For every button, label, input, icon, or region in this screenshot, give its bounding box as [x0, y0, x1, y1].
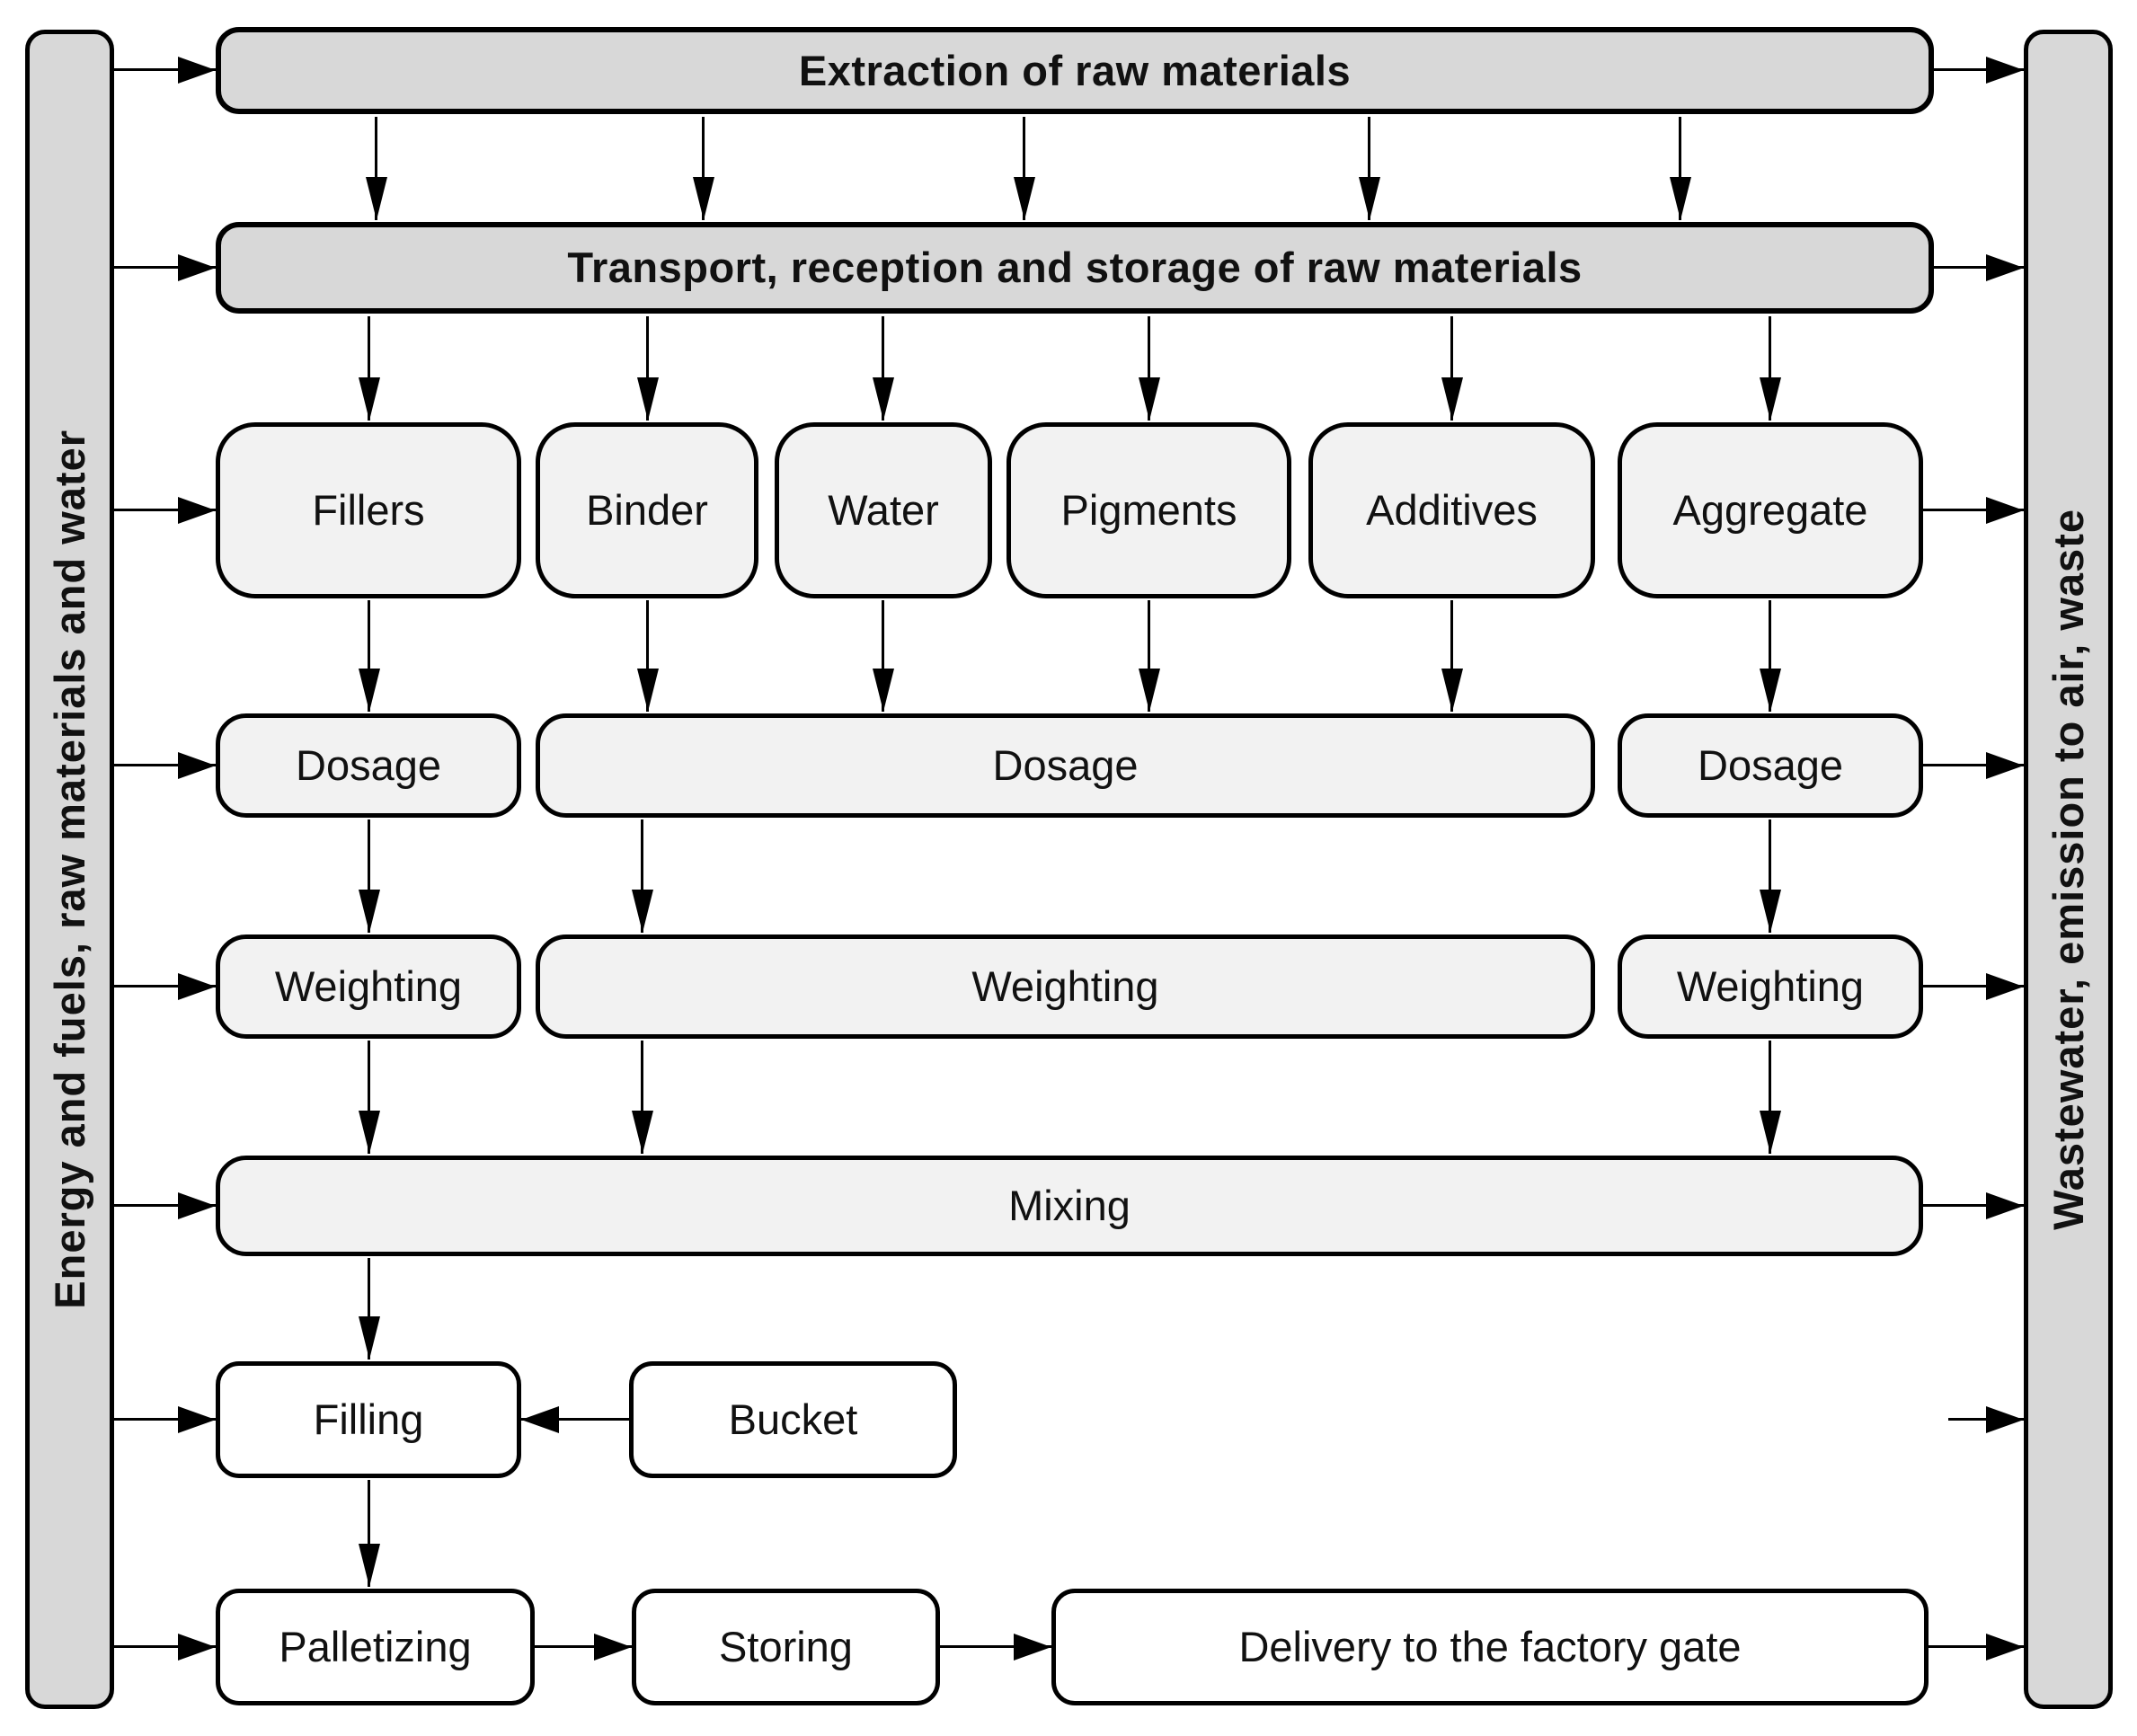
arrow-leftbar-transport — [114, 266, 216, 269]
node-fillers: Fillers — [216, 422, 521, 598]
arrow-extraction-transport-5 — [1679, 117, 1681, 220]
node-weighting-left: Weighting — [216, 934, 521, 1039]
node-palletizing: Palletizing — [216, 1589, 535, 1705]
left-input-bar: Energy and fuels, raw materials and wate… — [25, 30, 114, 1709]
node-filling-label: Filling — [313, 1395, 424, 1444]
node-dosage-left-label: Dosage — [296, 741, 441, 790]
arrow-transport-rightbar — [1934, 266, 2024, 269]
arrow-additives-dosage — [1450, 600, 1453, 712]
node-aggregate: Aggregate — [1618, 422, 1923, 598]
arrow-leftbar-extraction — [114, 68, 216, 71]
left-input-bar-label: Energy and fuels, raw materials and wate… — [46, 430, 93, 1309]
arrow-leftbar-palletizing — [114, 1645, 216, 1648]
right-output-bar-label: Wastewater, emission to air, waste — [2044, 509, 2092, 1230]
node-bucket: Bucket — [629, 1361, 957, 1478]
node-dosage-center-label: Dosage — [992, 741, 1139, 790]
arrow-binder-dosage — [646, 600, 649, 712]
arrow-extraction-rightbar — [1934, 68, 2024, 71]
arrow-weighting-mixing-left — [368, 1041, 370, 1154]
node-water: Water — [775, 422, 992, 598]
node-weighting-center: Weighting — [536, 934, 1595, 1039]
node-storing-label: Storing — [719, 1623, 853, 1671]
node-transport: Transport, reception and storage of raw … — [216, 222, 1934, 314]
node-transport-label: Transport, reception and storage of raw … — [567, 244, 1583, 292]
arrow-leftbar-mixing — [114, 1204, 216, 1207]
arrow-transport-pigments — [1148, 316, 1150, 421]
node-weighting-center-label: Weighting — [971, 962, 1159, 1011]
node-weighting-right-label: Weighting — [1676, 962, 1865, 1011]
right-output-bar: Wastewater, emission to air, waste — [2024, 30, 2113, 1709]
arrow-storing-delivery — [940, 1645, 1051, 1648]
node-dosage-right-label: Dosage — [1698, 741, 1843, 790]
arrow-dosage-weighting-center — [641, 819, 643, 933]
node-palletizing-label: Palletizing — [279, 1623, 472, 1671]
node-aggregate-label: Aggregate — [1672, 486, 1868, 535]
arrow-transport-aggregate — [1769, 316, 1771, 421]
arrow-transport-fillers — [368, 316, 370, 421]
arrow-mixing-filling — [368, 1258, 370, 1360]
node-delivery-label: Delivery to the factory gate — [1238, 1623, 1742, 1671]
arrow-mixing-rightbar — [1923, 1204, 2024, 1207]
arrow-bucket-filling — [521, 1418, 629, 1421]
arrow-water-dosage — [882, 600, 884, 712]
arrow-aggregate-rightbar — [1923, 509, 2024, 511]
node-extraction-label: Extraction of raw materials — [798, 46, 1352, 94]
node-mixing-label: Mixing — [1008, 1182, 1131, 1230]
node-storing: Storing — [632, 1589, 940, 1705]
node-pigments-label: Pigments — [1060, 486, 1237, 535]
node-binder: Binder — [536, 422, 758, 598]
node-binder-label: Binder — [586, 486, 708, 535]
arrow-dosage-weighting-right — [1769, 819, 1771, 933]
arrow-extraction-transport-2 — [702, 117, 705, 220]
arrow-weighting-mixing-center — [641, 1041, 643, 1154]
arrow-leftbar-dosage — [114, 764, 216, 766]
arrow-transport-binder — [646, 316, 649, 421]
node-bucket-label: Bucket — [728, 1395, 858, 1444]
arrow-extraction-transport-3 — [1023, 117, 1025, 220]
arrow-extraction-transport-1 — [375, 117, 377, 220]
node-delivery: Delivery to the factory gate — [1051, 1589, 1929, 1705]
node-additives: Additives — [1308, 422, 1595, 598]
arrow-transport-water — [882, 316, 884, 421]
arrow-delivery-rightbar — [1929, 1645, 2024, 1648]
node-extraction: Extraction of raw materials — [216, 27, 1934, 114]
arrow-fillers-dosage — [368, 600, 370, 712]
arrow-filling-palletizing — [368, 1480, 370, 1587]
node-mixing: Mixing — [216, 1156, 1923, 1256]
arrow-aggregate-dosage — [1769, 600, 1771, 712]
arrow-weighting-rightbar — [1923, 985, 2024, 988]
node-fillers-label: Fillers — [312, 486, 425, 535]
arrow-leftbar-filling — [114, 1418, 216, 1421]
node-dosage-center: Dosage — [536, 713, 1595, 818]
arrow-transport-additives — [1450, 316, 1453, 421]
arrow-leftbar-fillers — [114, 509, 216, 511]
node-weighting-right: Weighting — [1618, 934, 1923, 1039]
node-water-label: Water — [828, 486, 939, 535]
node-filling: Filling — [216, 1361, 521, 1478]
arrow-dosage-rightbar — [1923, 764, 2024, 766]
arrow-leftbar-weighting — [114, 985, 216, 988]
arrow-pigments-dosage — [1148, 600, 1150, 712]
arrow-fillingrow-rightbar — [1948, 1418, 2024, 1421]
arrow-weighting-mixing-right — [1769, 1041, 1771, 1154]
node-dosage-left: Dosage — [216, 713, 521, 818]
node-additives-label: Additives — [1366, 486, 1538, 535]
node-pigments: Pigments — [1006, 422, 1291, 598]
node-dosage-right: Dosage — [1618, 713, 1923, 818]
arrow-palletizing-storing — [535, 1645, 632, 1648]
arrow-extraction-transport-4 — [1368, 117, 1370, 220]
arrow-dosage-weighting-left — [368, 819, 370, 933]
node-weighting-left-label: Weighting — [274, 962, 463, 1011]
